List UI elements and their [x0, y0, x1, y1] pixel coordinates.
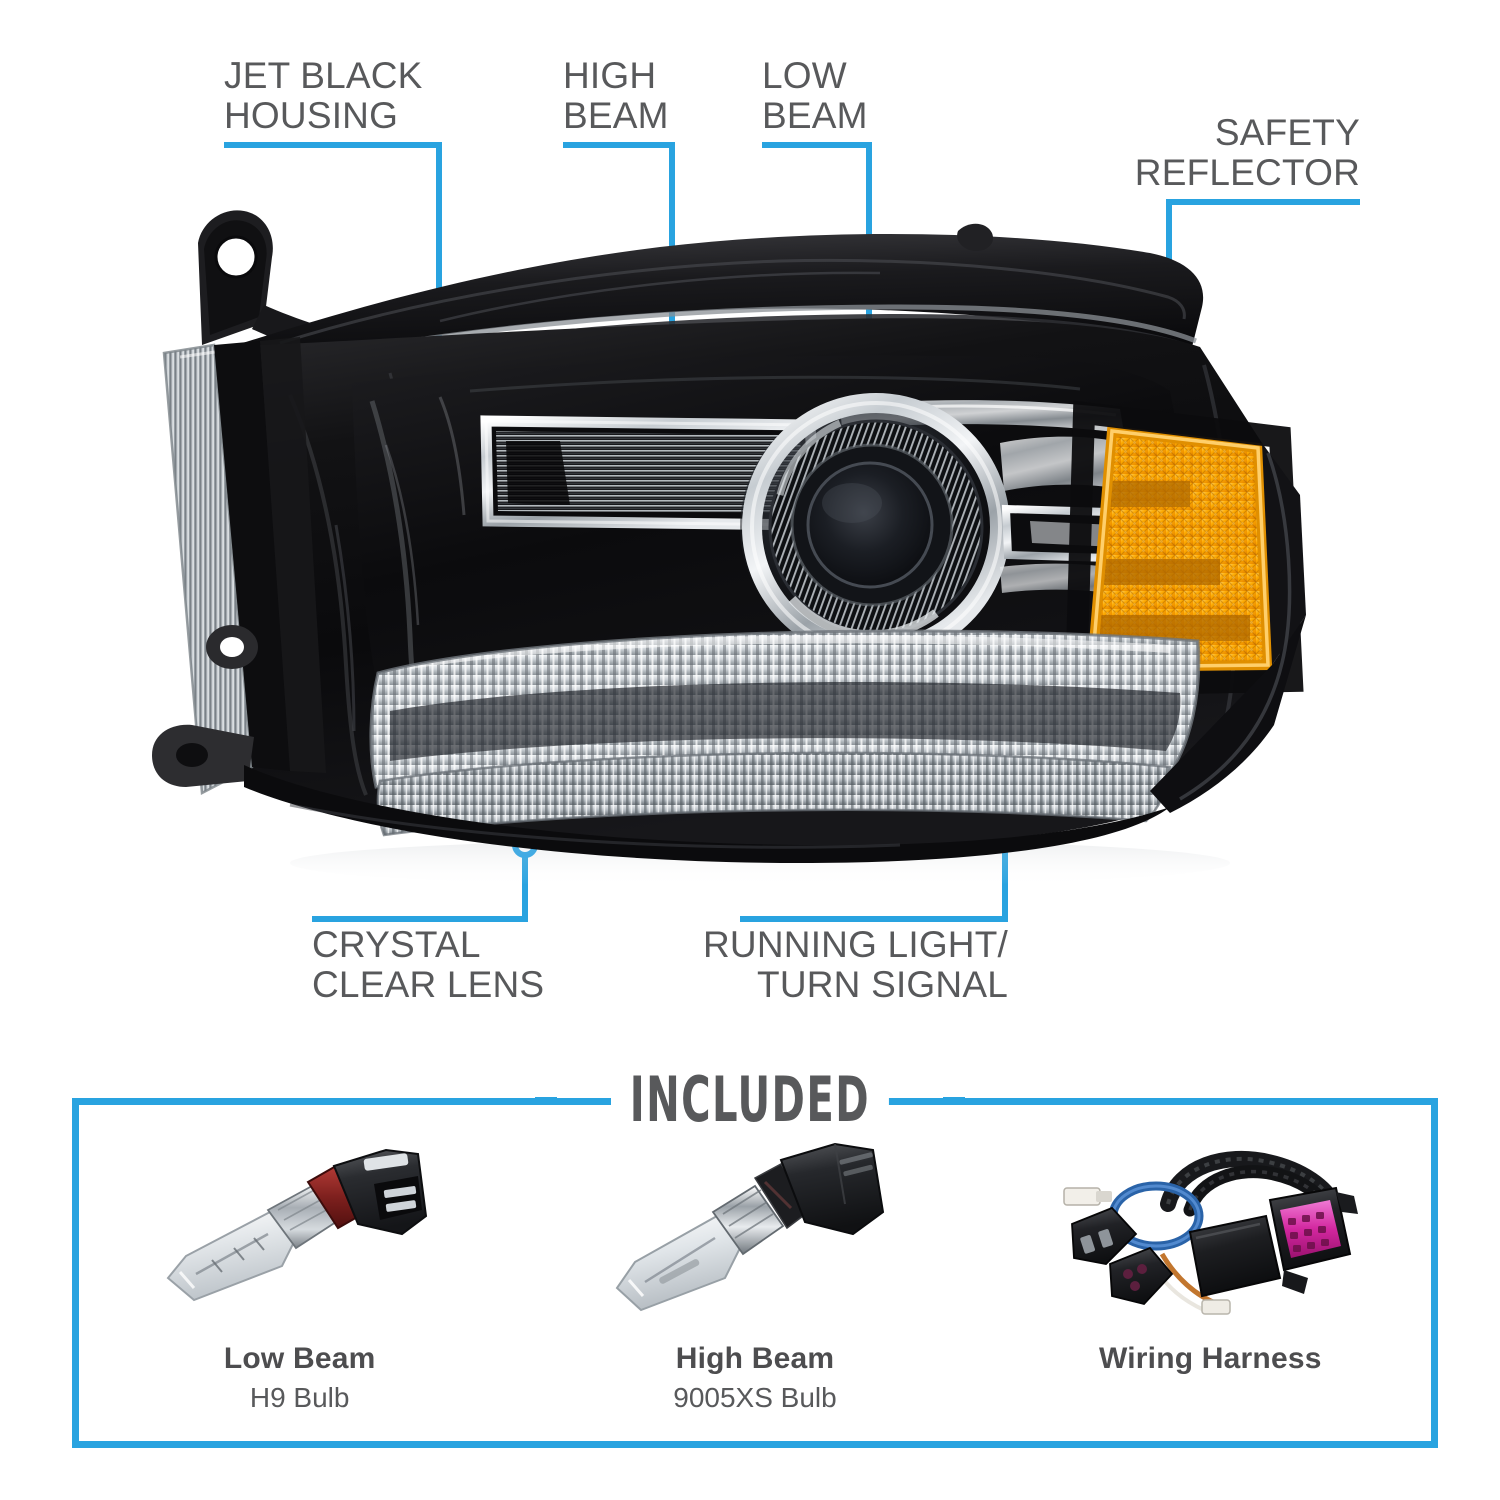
callout-label-high-beam: HIGH BEAM [563, 55, 669, 136]
callout-rule-high-beam [563, 142, 675, 148]
callout-rule-jet-black-housing [224, 142, 442, 148]
callout-label-low-beam: LOW BEAM [762, 55, 868, 136]
included-item-title: Wiring Harness [1099, 1342, 1322, 1375]
included-item-title: High Beam [675, 1342, 835, 1375]
halogen-bulb-9005xs-icon [545, 1138, 965, 1328]
included-item-low-beam-bulb[interactable]: Low Beam H9 Bulb [90, 1120, 510, 1414]
included-item-title: Low Beam [223, 1342, 376, 1375]
wiring-harness-icon [1000, 1138, 1420, 1328]
callout-label-running-light: RUNNING LIGHT/ TURN SIGNAL [703, 924, 1008, 1005]
callout-label-jet-black-housing: JET BLACK HOUSING [224, 55, 423, 136]
callout-label-crystal-clear-lens: CRYSTAL CLEAR LENS [312, 924, 545, 1005]
included-item-subtitle: 9005XS Bulb [673, 1382, 837, 1413]
callout-rule-crystal-clear-lens [312, 916, 528, 922]
callout-rule-low-beam [762, 142, 872, 148]
callout-label-safety-reflector: SAFETY REFLECTOR [1134, 112, 1360, 193]
callout-rule-safety-reflector [1166, 199, 1360, 205]
included-item-wiring-harness[interactable]: Wiring Harness [1000, 1120, 1420, 1382]
callout-rule-running-light [740, 916, 1008, 922]
included-items-row: Low Beam H9 Bulb [72, 1120, 1438, 1440]
halogen-bulb-h9-icon [90, 1138, 510, 1328]
included-item-high-beam-bulb[interactable]: High Beam 9005XS Bulb [545, 1120, 965, 1414]
headlight-assembly-image [140, 195, 1330, 885]
included-item-subtitle: H9 Bulb [249, 1382, 350, 1413]
